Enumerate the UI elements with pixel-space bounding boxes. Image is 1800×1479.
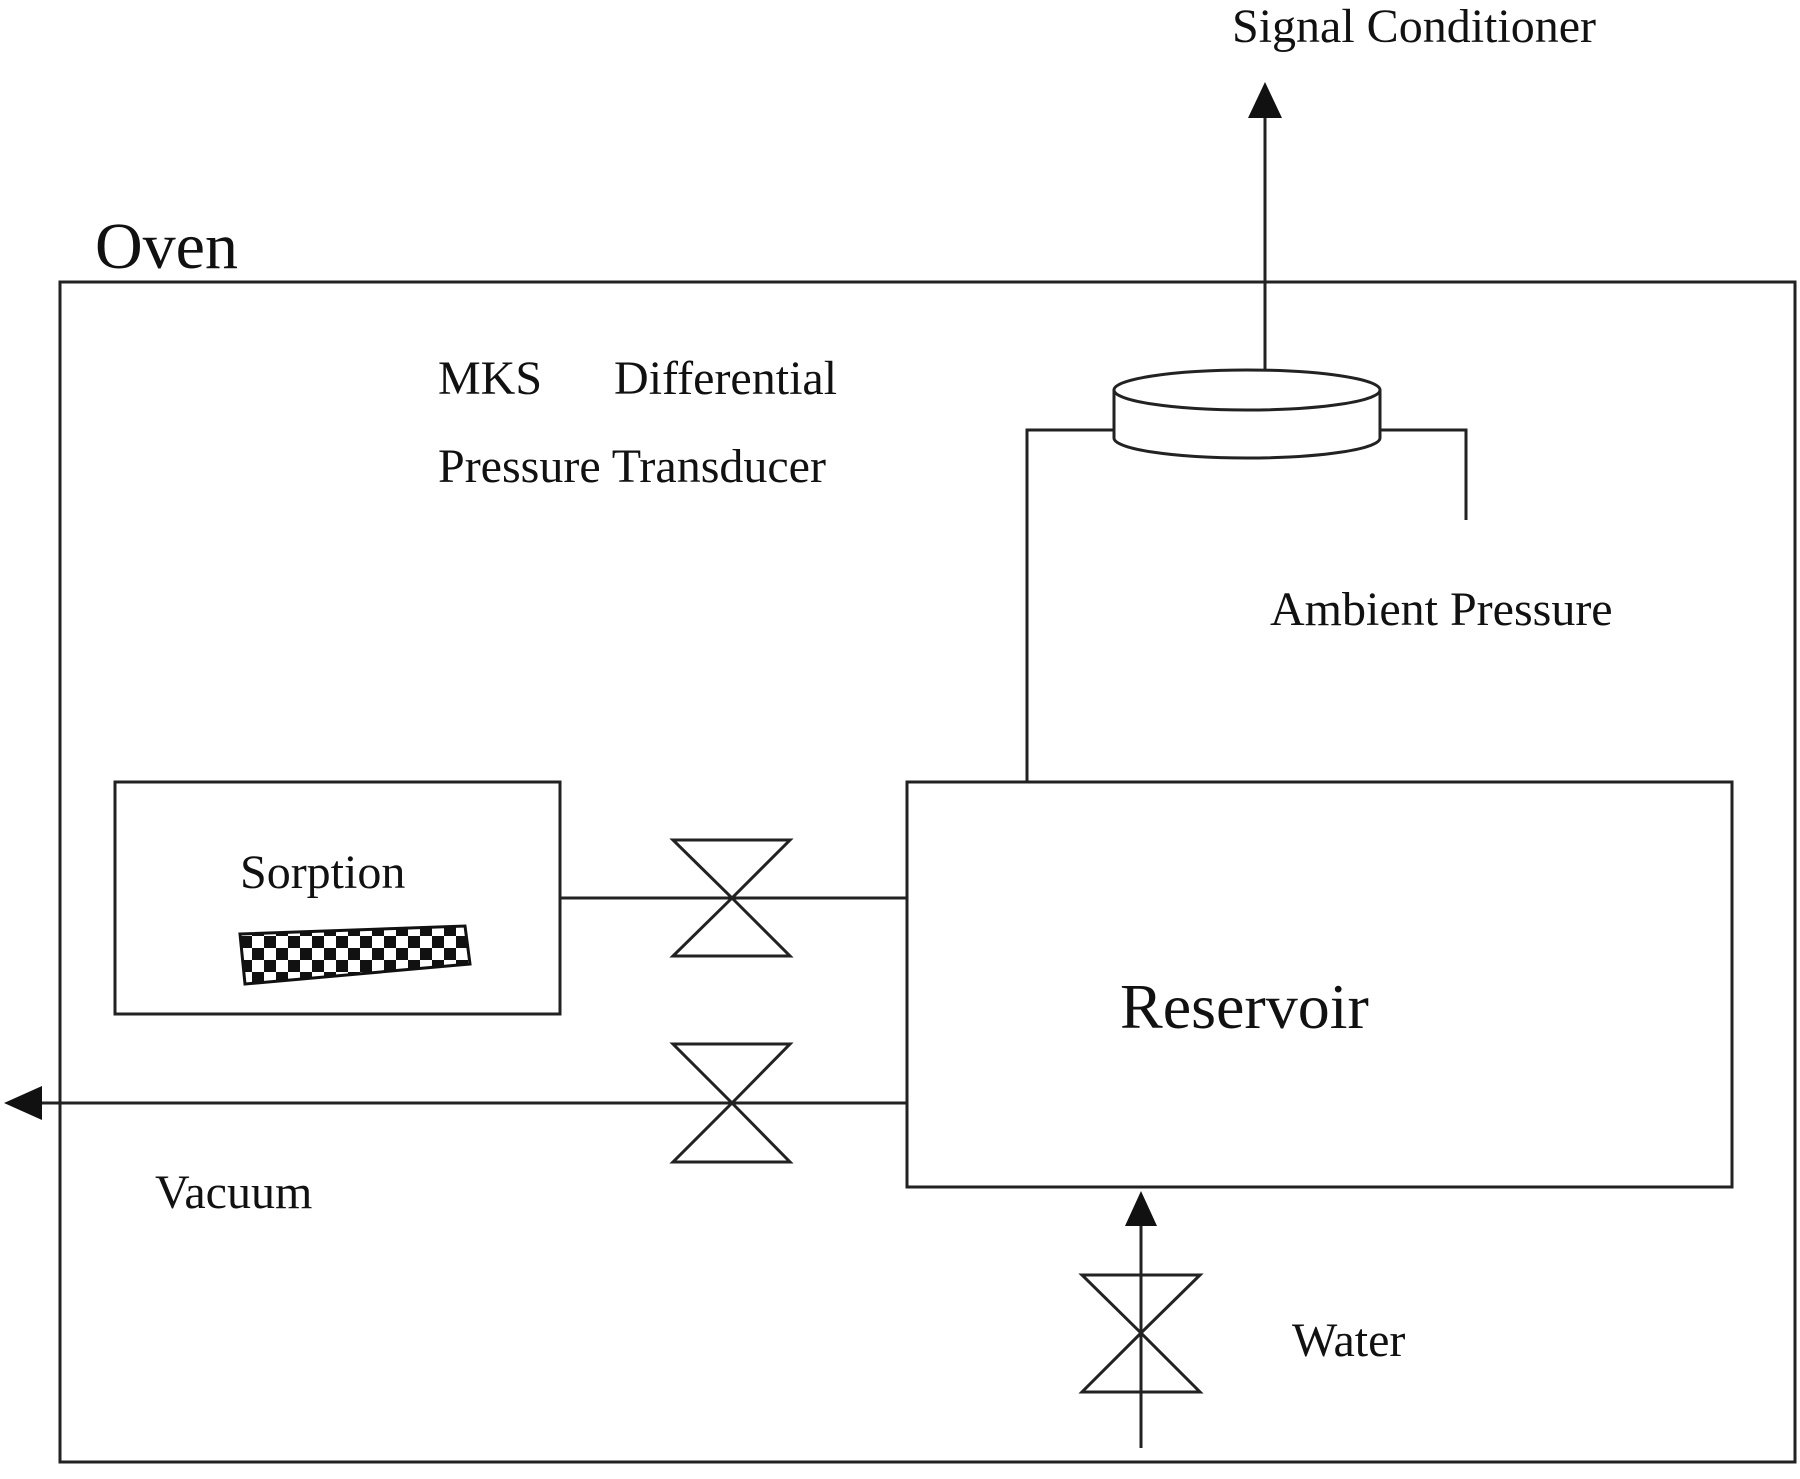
vacuum-valve bbox=[669, 1042, 794, 1164]
water-arrowhead bbox=[1125, 1191, 1157, 1226]
oven-label: Oven bbox=[95, 210, 238, 283]
water-label: Water bbox=[1292, 1314, 1405, 1367]
ambient-pressure-label: Ambient Pressure bbox=[1270, 583, 1613, 636]
signal-arrowhead bbox=[1248, 82, 1282, 118]
vacuum-arrowhead bbox=[4, 1086, 42, 1120]
sorption-valve bbox=[669, 838, 794, 958]
signal-conditioner-label: Signal Conditioner bbox=[1232, 0, 1596, 53]
transducer-pipe-left bbox=[1025, 428, 1114, 782]
ambient-pipe bbox=[1380, 428, 1468, 520]
vacuum-label: Vacuum bbox=[155, 1166, 312, 1219]
reservoir-label: Reservoir bbox=[1120, 971, 1369, 1042]
transducer-label-line1: MKS Differential bbox=[438, 352, 837, 405]
sorption-label: Sorption bbox=[240, 846, 405, 899]
sorption-sample bbox=[238, 924, 472, 986]
pressure-transducer bbox=[1112, 368, 1382, 460]
transducer-label-line2: Pressure Transducer bbox=[438, 440, 826, 493]
reservoir bbox=[905, 780, 1734, 1189]
